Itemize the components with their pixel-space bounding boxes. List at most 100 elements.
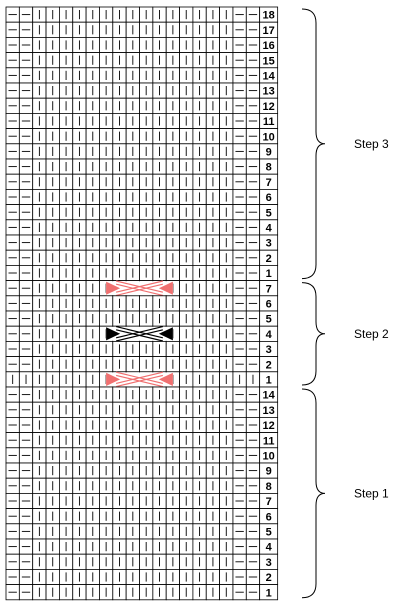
- row-number: 14: [263, 71, 276, 83]
- chart-row: 4: [5, 538, 279, 555]
- chart-row: 14: [5, 67, 279, 84]
- cable-background: [106, 281, 173, 296]
- chart-row: 6: [5, 508, 279, 525]
- chart-row: 5: [5, 310, 279, 327]
- cable-left-wedge: [106, 281, 121, 295]
- row-number: 6: [266, 299, 272, 311]
- row-number-box: [259, 584, 279, 601]
- chart-row: 10: [5, 447, 279, 464]
- chart-row: 4: [5, 219, 279, 236]
- row-number: 3: [266, 344, 272, 356]
- row-number: 14: [263, 390, 276, 402]
- curly-brace: [301, 282, 326, 386]
- row-number: 13: [263, 405, 275, 417]
- row-number: 7: [266, 283, 272, 295]
- cable-strand: [115, 283, 164, 296]
- chart-row: 8: [5, 158, 279, 175]
- row-number: 8: [266, 481, 272, 493]
- row-number: 9: [266, 466, 272, 478]
- row-number: 5: [266, 207, 272, 219]
- black-cable-cross-symbol: [106, 326, 173, 342]
- red-cable-cross-symbol: [106, 280, 173, 296]
- chart-row: 7: [5, 280, 279, 297]
- row-number: 3: [266, 238, 272, 250]
- chart-row: 10: [5, 128, 279, 145]
- step-label: Step 2: [354, 327, 389, 341]
- step-label: Step 1: [354, 486, 389, 500]
- chart-row: 1: [5, 264, 279, 281]
- row-number: 5: [266, 527, 272, 539]
- row-number: 2: [266, 572, 272, 584]
- row-number: 12: [263, 101, 275, 113]
- chart-row: 5: [5, 204, 279, 221]
- chart-row: 13: [5, 82, 279, 99]
- row-number: 2: [266, 359, 272, 371]
- chart-row: 12: [5, 97, 279, 114]
- row-number: 10: [263, 131, 275, 143]
- row-number: 10: [263, 451, 275, 463]
- row-number: 11: [263, 435, 275, 447]
- row-number: 13: [263, 86, 275, 98]
- row-number: 11: [263, 116, 275, 128]
- chart-row: 3: [5, 340, 279, 357]
- chart-row: 15: [5, 52, 279, 69]
- chart-row: 3: [5, 553, 279, 570]
- row-number: 3: [266, 557, 272, 569]
- chart-row: 16: [5, 37, 279, 54]
- chart-row: 11: [5, 432, 279, 449]
- row-number: 9: [266, 147, 272, 159]
- step-label: Step 3: [354, 137, 389, 151]
- row-number: 18: [263, 10, 275, 22]
- chart-grid: 1817161514131211109876543217654321141312…: [5, 6, 279, 601]
- chart-row: 1: [5, 584, 279, 601]
- chart-row: 14: [5, 386, 279, 403]
- chart-row: 2: [5, 569, 279, 586]
- row-number: 2: [266, 253, 272, 265]
- row-number: 1: [266, 268, 272, 280]
- chart-row: 18: [5, 6, 279, 23]
- cable-strand: [115, 374, 164, 388]
- row-number: 17: [263, 25, 275, 37]
- row-number: 1: [266, 587, 272, 599]
- red-cable-cross-symbol: [106, 371, 173, 388]
- row-number: 4: [266, 223, 273, 235]
- row-number: 7: [266, 496, 272, 508]
- chart-row: 7: [5, 173, 279, 190]
- chart-row: 5: [5, 523, 279, 540]
- chart-row: 13: [5, 401, 279, 418]
- chart-row: 9: [5, 462, 279, 479]
- chart-row: 6: [5, 188, 279, 205]
- row-number: 5: [266, 314, 272, 326]
- step-braces: Step 3 Step 2 Step 1: [301, 8, 389, 599]
- chart-row: 2: [5, 249, 279, 266]
- cable-right-wedge: [158, 327, 173, 341]
- row-number: 12: [263, 420, 275, 432]
- curly-brace: [301, 388, 326, 599]
- cable-strand: [115, 371, 164, 384]
- chart-row: 2: [5, 356, 279, 373]
- cable-background: [106, 326, 173, 341]
- chart-row: 12: [5, 416, 279, 433]
- cable-strand: [115, 329, 164, 342]
- chart-row: 3: [5, 234, 279, 251]
- chart-row: 6: [5, 295, 279, 312]
- cable-left-wedge: [106, 327, 121, 341]
- chart-row: 17: [5, 21, 279, 38]
- cable-right-wedge: [158, 372, 173, 386]
- chart-row: 8: [5, 477, 279, 494]
- row-number: 15: [263, 55, 275, 67]
- row-number: 7: [266, 177, 272, 189]
- chart-row: 4: [5, 325, 279, 342]
- chart-row: 7: [5, 492, 279, 509]
- row-number: 8: [266, 162, 272, 174]
- row-number: 6: [266, 192, 272, 204]
- cable-strand: [115, 280, 164, 293]
- curly-brace: [301, 8, 326, 280]
- row-number: 6: [266, 511, 272, 523]
- cable-right-wedge: [158, 281, 173, 295]
- cable-strand: [115, 326, 164, 339]
- row-number: 4: [266, 542, 273, 554]
- chart-row: 1: [5, 371, 279, 388]
- row-number: 1: [266, 375, 272, 387]
